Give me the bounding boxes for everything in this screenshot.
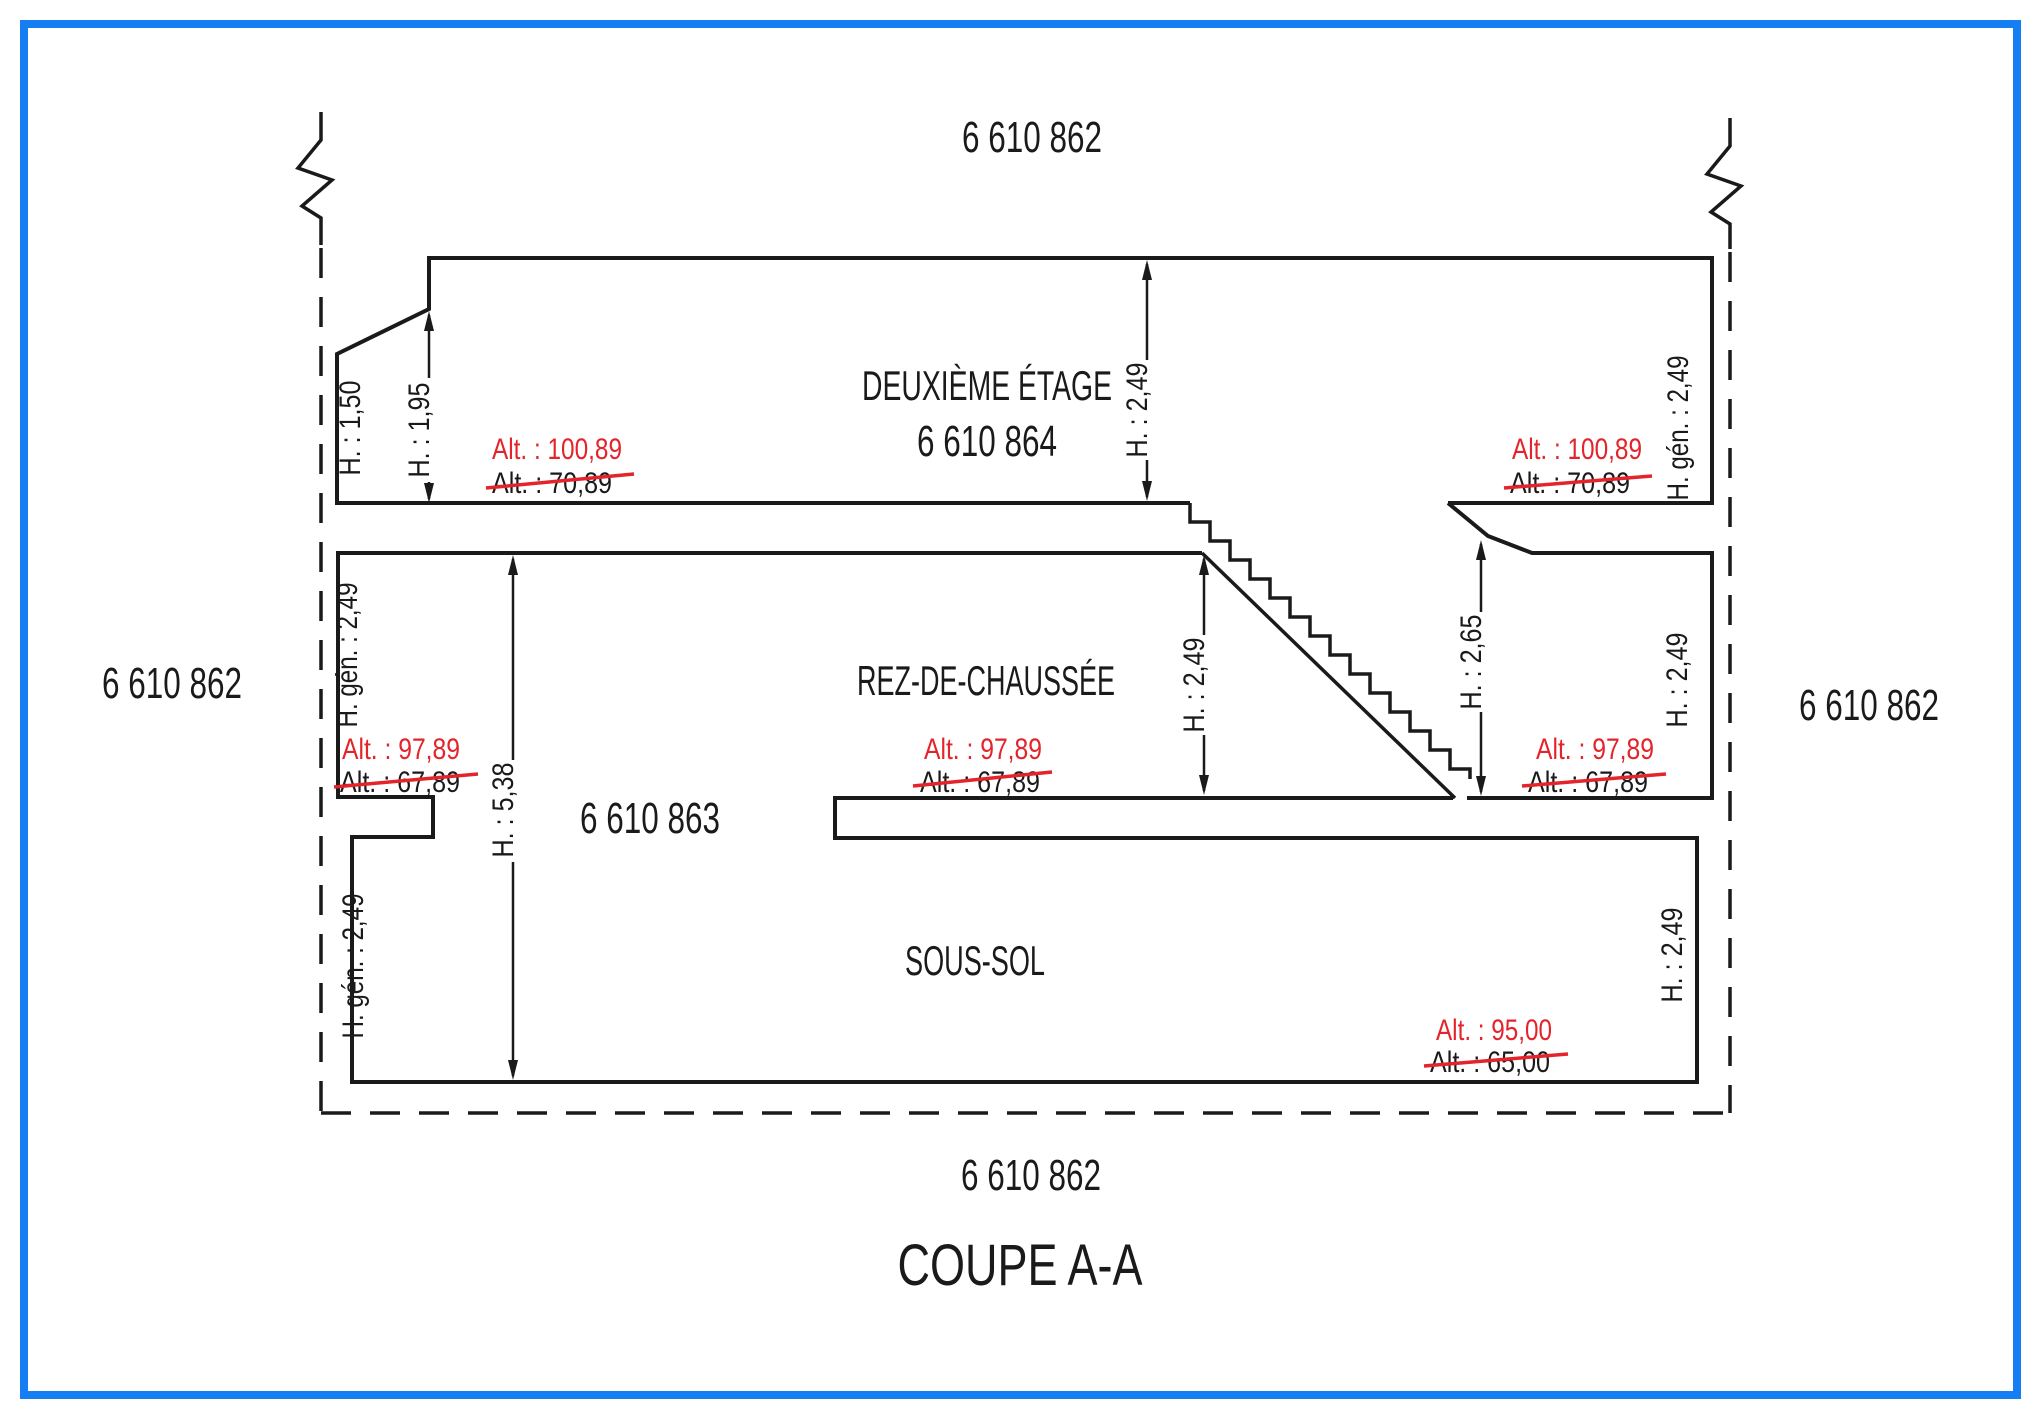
stair-steps xyxy=(1188,503,1472,779)
strike-line xyxy=(1503,474,1653,490)
strike-line xyxy=(912,770,1053,788)
parcel-label-left: 6 610 862 xyxy=(102,659,242,708)
arrow-down-icon xyxy=(1476,776,1486,796)
height-stair-opening: H. : 2,65 xyxy=(1455,615,1488,710)
break-mark-right-icon xyxy=(1704,118,1745,249)
arrow-up-icon xyxy=(508,555,518,575)
ground-floor-right-outline xyxy=(1446,501,1714,800)
strike-line xyxy=(485,472,635,490)
break-mark-left-icon xyxy=(295,112,336,245)
height-basement-left: H. gén. : 2,49 xyxy=(337,894,370,1039)
arrow-up-icon xyxy=(1476,540,1486,560)
second-floor-outline xyxy=(335,256,1714,505)
altitude-second-left-current: Alt. : 100,89 xyxy=(492,433,622,466)
stair-stringer xyxy=(1200,551,1457,800)
height-ground-left: H. gén. : 2,49 xyxy=(331,583,364,728)
building-outline xyxy=(335,256,1714,1084)
height-second-floor: H. : 2,49 xyxy=(1121,363,1154,458)
ground-and-basement-outline xyxy=(336,551,1699,1084)
floor-labels: DEUXIÈME ÉTAGE REZ-DE-CHAUSSÉE SOUS-SOL xyxy=(857,362,1115,984)
strikethrough-lines xyxy=(333,472,1667,1068)
height-second-floor-right: H. gén. : 2,49 xyxy=(1662,356,1695,501)
strike-line xyxy=(1521,772,1667,788)
parcel-label-right: 6 610 862 xyxy=(1799,681,1939,730)
height-ground-stair: H. : 2,49 xyxy=(1178,638,1211,733)
page-frame xyxy=(20,20,2021,1399)
altitude-second-right-current: Alt. : 100,89 xyxy=(1512,433,1642,466)
height-labels: H. : 1,50 H. : 1,95 H. : 2,49 H. gén. : … xyxy=(331,356,1695,1039)
parcel-boundary xyxy=(295,112,1745,1115)
floor-label-ground: REZ-DE-CHAUSSÉE xyxy=(857,657,1115,704)
parcel-label-second-floor: 6 610 864 xyxy=(917,417,1057,466)
arrow-down-icon xyxy=(1142,481,1152,501)
floor-label-basement: SOUS-SOL xyxy=(905,937,1045,984)
altitude-ground-left-current: Alt. : 97,89 xyxy=(342,733,460,766)
strike-line xyxy=(1423,1052,1569,1068)
height-left-wall: H. : 1,50 xyxy=(334,381,367,476)
altitude-ground-middle-current: Alt. : 97,89 xyxy=(924,733,1042,766)
dimension-arrows xyxy=(424,260,1486,1080)
parcel-label-middle: 6 610 863 xyxy=(580,794,720,843)
arrow-down-icon xyxy=(508,1060,518,1080)
arrow-up-icon xyxy=(1142,260,1152,280)
arrow-down-icon xyxy=(1199,775,1209,795)
height-basement-right: H. : 2,49 xyxy=(1656,908,1689,1003)
parcel-labels: 6 610 862 6 610 862 6 610 862 6 610 862 … xyxy=(102,113,1939,1200)
height-total: H. : 5,38 xyxy=(487,763,520,858)
page-title: COUPE A-A xyxy=(898,1233,1143,1298)
height-ground-right: H. : 2,49 xyxy=(1661,633,1694,728)
parcel-label-bottom: 6 610 862 xyxy=(961,1151,1101,1200)
arrow-down-icon xyxy=(424,483,434,503)
staircase xyxy=(1188,503,1472,800)
strike-line xyxy=(333,772,479,789)
arrow-up-icon xyxy=(1199,555,1209,575)
height-left-slope: H. : 1,95 xyxy=(403,383,436,478)
arrow-up-icon xyxy=(424,311,434,331)
parcel-label-top: 6 610 862 xyxy=(962,113,1102,162)
altitude-ground-right-current: Alt. : 97,89 xyxy=(1536,733,1654,766)
floor-label-second: DEUXIÈME ÉTAGE xyxy=(862,362,1112,409)
altitude-basement-current: Alt. : 95,00 xyxy=(1436,1014,1552,1047)
